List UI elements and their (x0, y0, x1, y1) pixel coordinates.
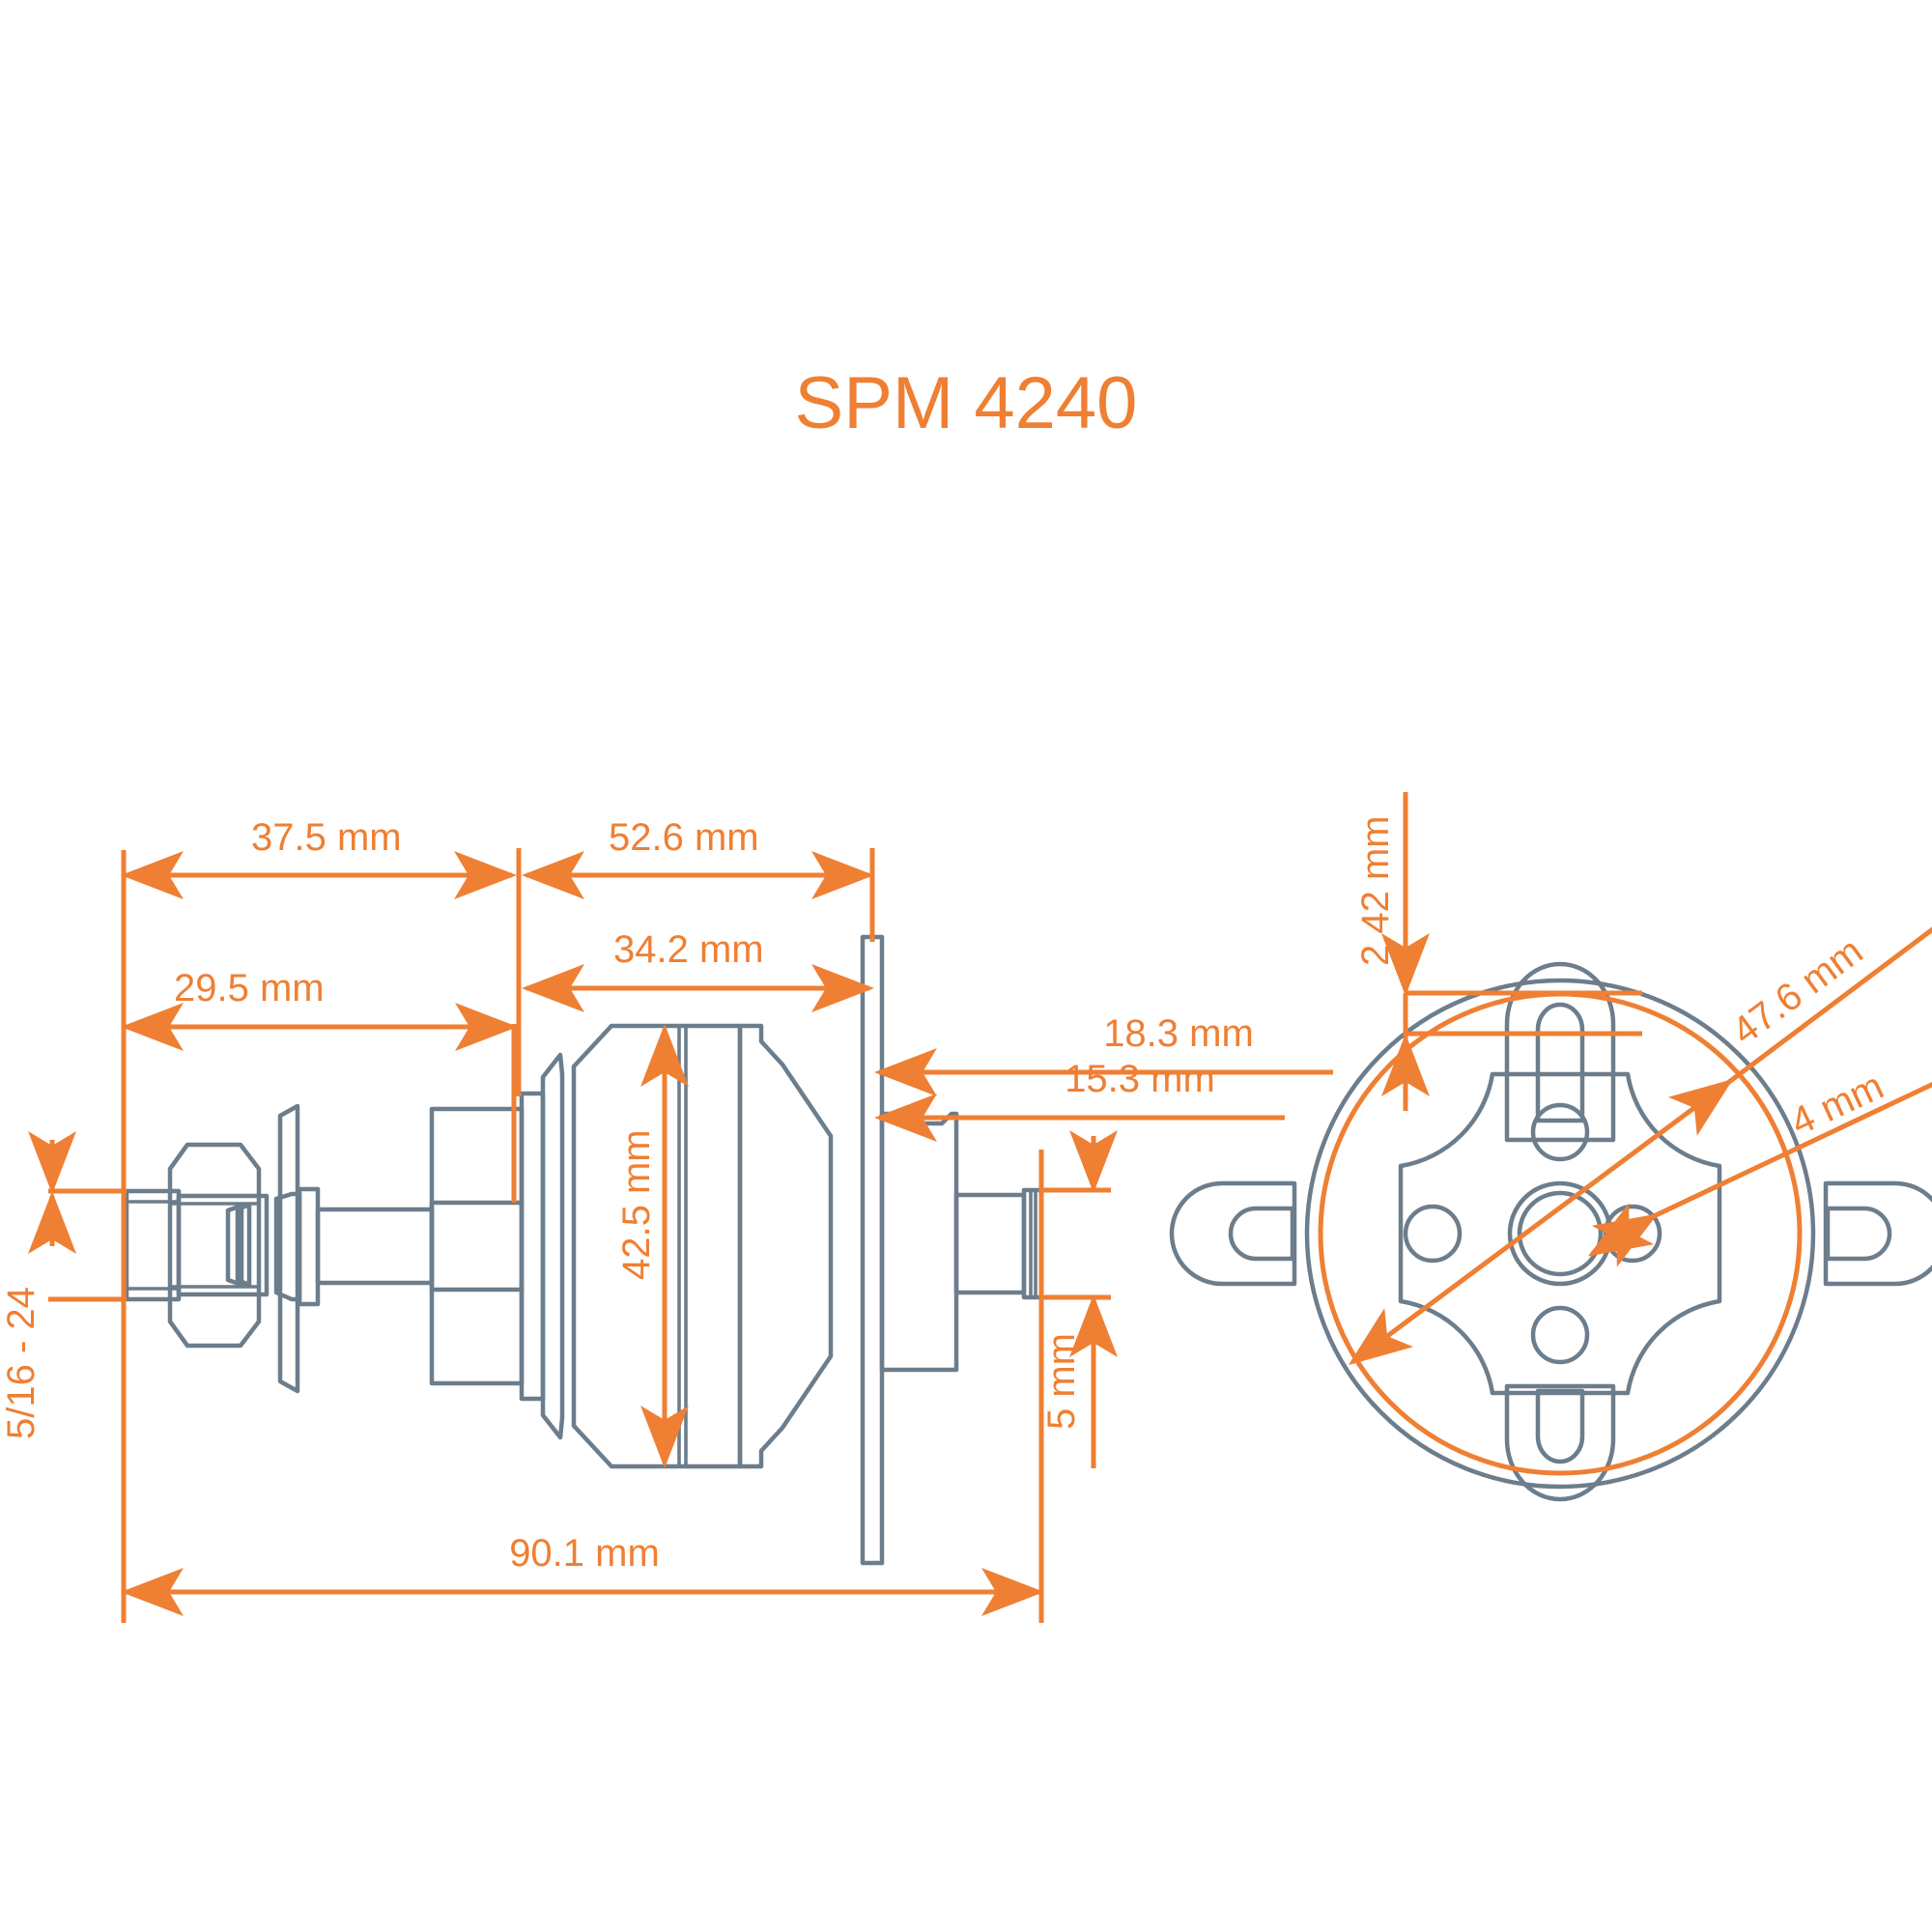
mount-tab-left (1169, 1180, 1297, 1287)
motor-can-outer-circle (1304, 978, 1816, 1490)
dim-label-34-2: 34.2 mm (613, 928, 764, 971)
dim-label-5mm: 5 mm (1040, 1333, 1083, 1430)
dim-label-2-42: 2.42 mm (1354, 815, 1397, 966)
dim-line-4mm (1587, 1203, 1659, 1267)
mount-tab-bottom (1504, 1383, 1616, 1502)
front-mount-boss (429, 1106, 525, 1386)
washer-detail (235, 1202, 252, 1288)
bolt-hole-right (1603, 1204, 1662, 1264)
prop-adapter-collar (297, 1186, 321, 1307)
mount-tab-right-slot (1825, 1206, 1892, 1262)
dim-label-52-6: 52.6 mm (609, 816, 759, 859)
bolt-circle-dim-47-6 (1318, 991, 1803, 1476)
motor-can-rear-taper (737, 1023, 834, 1469)
rear-shaft (953, 1192, 1027, 1295)
side-view-geometry (124, 934, 1044, 1566)
prop-washer-inner (225, 1203, 244, 1288)
bell-transition-left (540, 1052, 565, 1440)
prop-nut-hex (167, 1142, 262, 1349)
motor-shaft-mid (315, 1207, 435, 1286)
front-bell-shoulder (519, 1091, 546, 1402)
mount-tab-top-slot (1535, 1002, 1585, 1123)
rear-shaft-tip (1021, 1187, 1044, 1300)
dim-leader-4mm (1652, 1081, 1932, 1219)
dim-label-90-1: 90.1 mm (509, 1532, 660, 1575)
side-view-dimensions: 37.5 mm 52.6 mm 29.5 mm 34.2 mm 18.3 mm … (0, 816, 1333, 1623)
rear-shaft-grooves (1029, 1188, 1037, 1299)
dim-line-47-6 (1348, 1079, 1734, 1365)
bolt-hole-left (1403, 1204, 1463, 1264)
prop-saver-plate (277, 1103, 300, 1394)
front-view-dimensions: 47.6 mm 4 mm 2.42 mm (1318, 792, 1932, 1476)
dim-label-37-5: 37.5 mm (251, 816, 402, 859)
mount-tab-right (1823, 1180, 1932, 1287)
dim-label-15-3: 15.3 mm (1065, 1058, 1215, 1100)
dim-label-42-5: 42.5 mm (615, 1129, 658, 1280)
prop-shaft-thread-stub (124, 1188, 182, 1302)
mount-tab-top (1504, 961, 1616, 1143)
dim-label-18-3: 18.3 mm (1103, 1012, 1254, 1055)
bolt-hole-top (1530, 1102, 1590, 1162)
dim-label-thread: 5/16 - 24 (0, 1287, 43, 1439)
mount-tab-left-slot (1228, 1206, 1295, 1262)
dim-label-29-5: 29.5 mm (174, 967, 325, 1009)
prop-shaft-body (176, 1193, 270, 1297)
mount-tab-bottom-slot (1535, 1388, 1585, 1464)
motor-shaft-inner (429, 1200, 525, 1293)
front-view-geometry (1169, 961, 1932, 1502)
rear-boss (879, 1111, 959, 1373)
bolt-hole-bottom (1530, 1305, 1590, 1365)
prop-nut-flats (168, 1202, 261, 1289)
dim-leader-47-6 (1727, 926, 1932, 1084)
page-title: SPM 4240 (795, 362, 1138, 444)
rear-mount-plate (860, 934, 885, 1566)
